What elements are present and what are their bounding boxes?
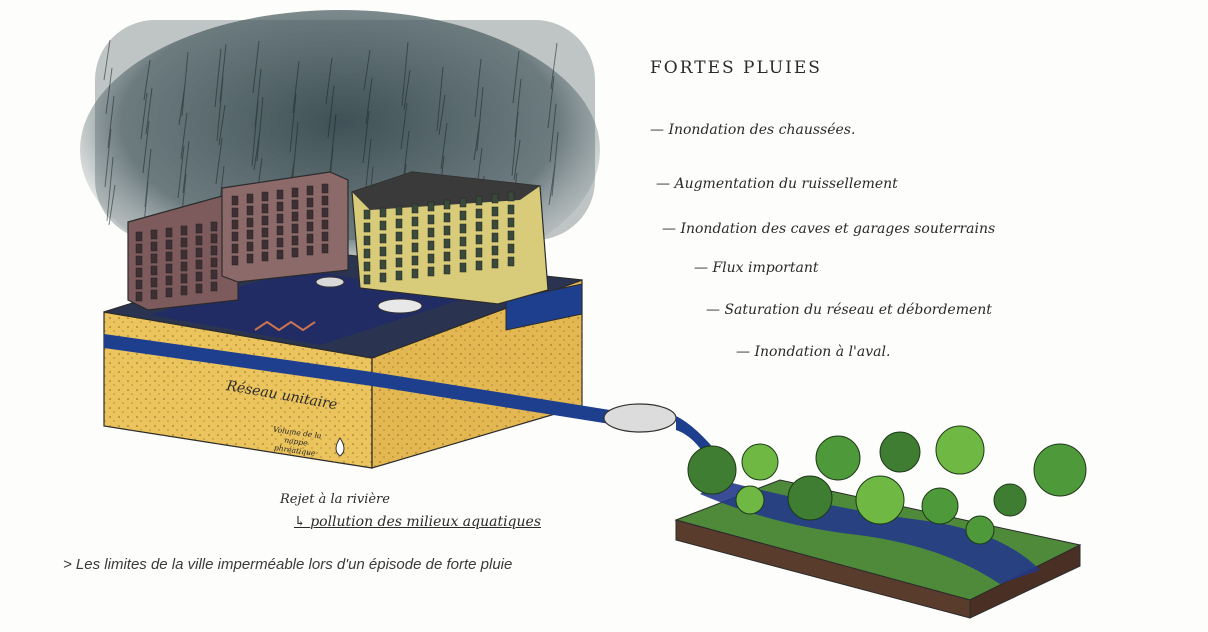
- consequence-item: Saturation du réseau et débordement: [706, 302, 991, 318]
- diagram-title: FORTES PLUIES: [650, 58, 822, 78]
- forest-trees: [687, 425, 1087, 545]
- discharge-label: Rejet à la rivière: [280, 492, 390, 507]
- forest-block: [674, 479, 1082, 619]
- pollution-label: pollution des milieux aquatiques: [294, 514, 541, 530]
- consequence-item: Augmentation du ruissellement: [656, 176, 897, 192]
- consequence-item: Inondation des caves et garages souterra…: [662, 221, 995, 237]
- water-drop-icon: [335, 437, 345, 457]
- figure-caption: > Les limites de la ville imperméable lo…: [63, 556, 513, 573]
- consequence-item: Flux important: [694, 260, 818, 276]
- consequence-item: Inondation à l'aval.: [736, 344, 890, 360]
- building-windows: [135, 183, 515, 302]
- sewer-network: [104, 283, 610, 424]
- consequence-item: Inondation des chaussées.: [650, 122, 855, 138]
